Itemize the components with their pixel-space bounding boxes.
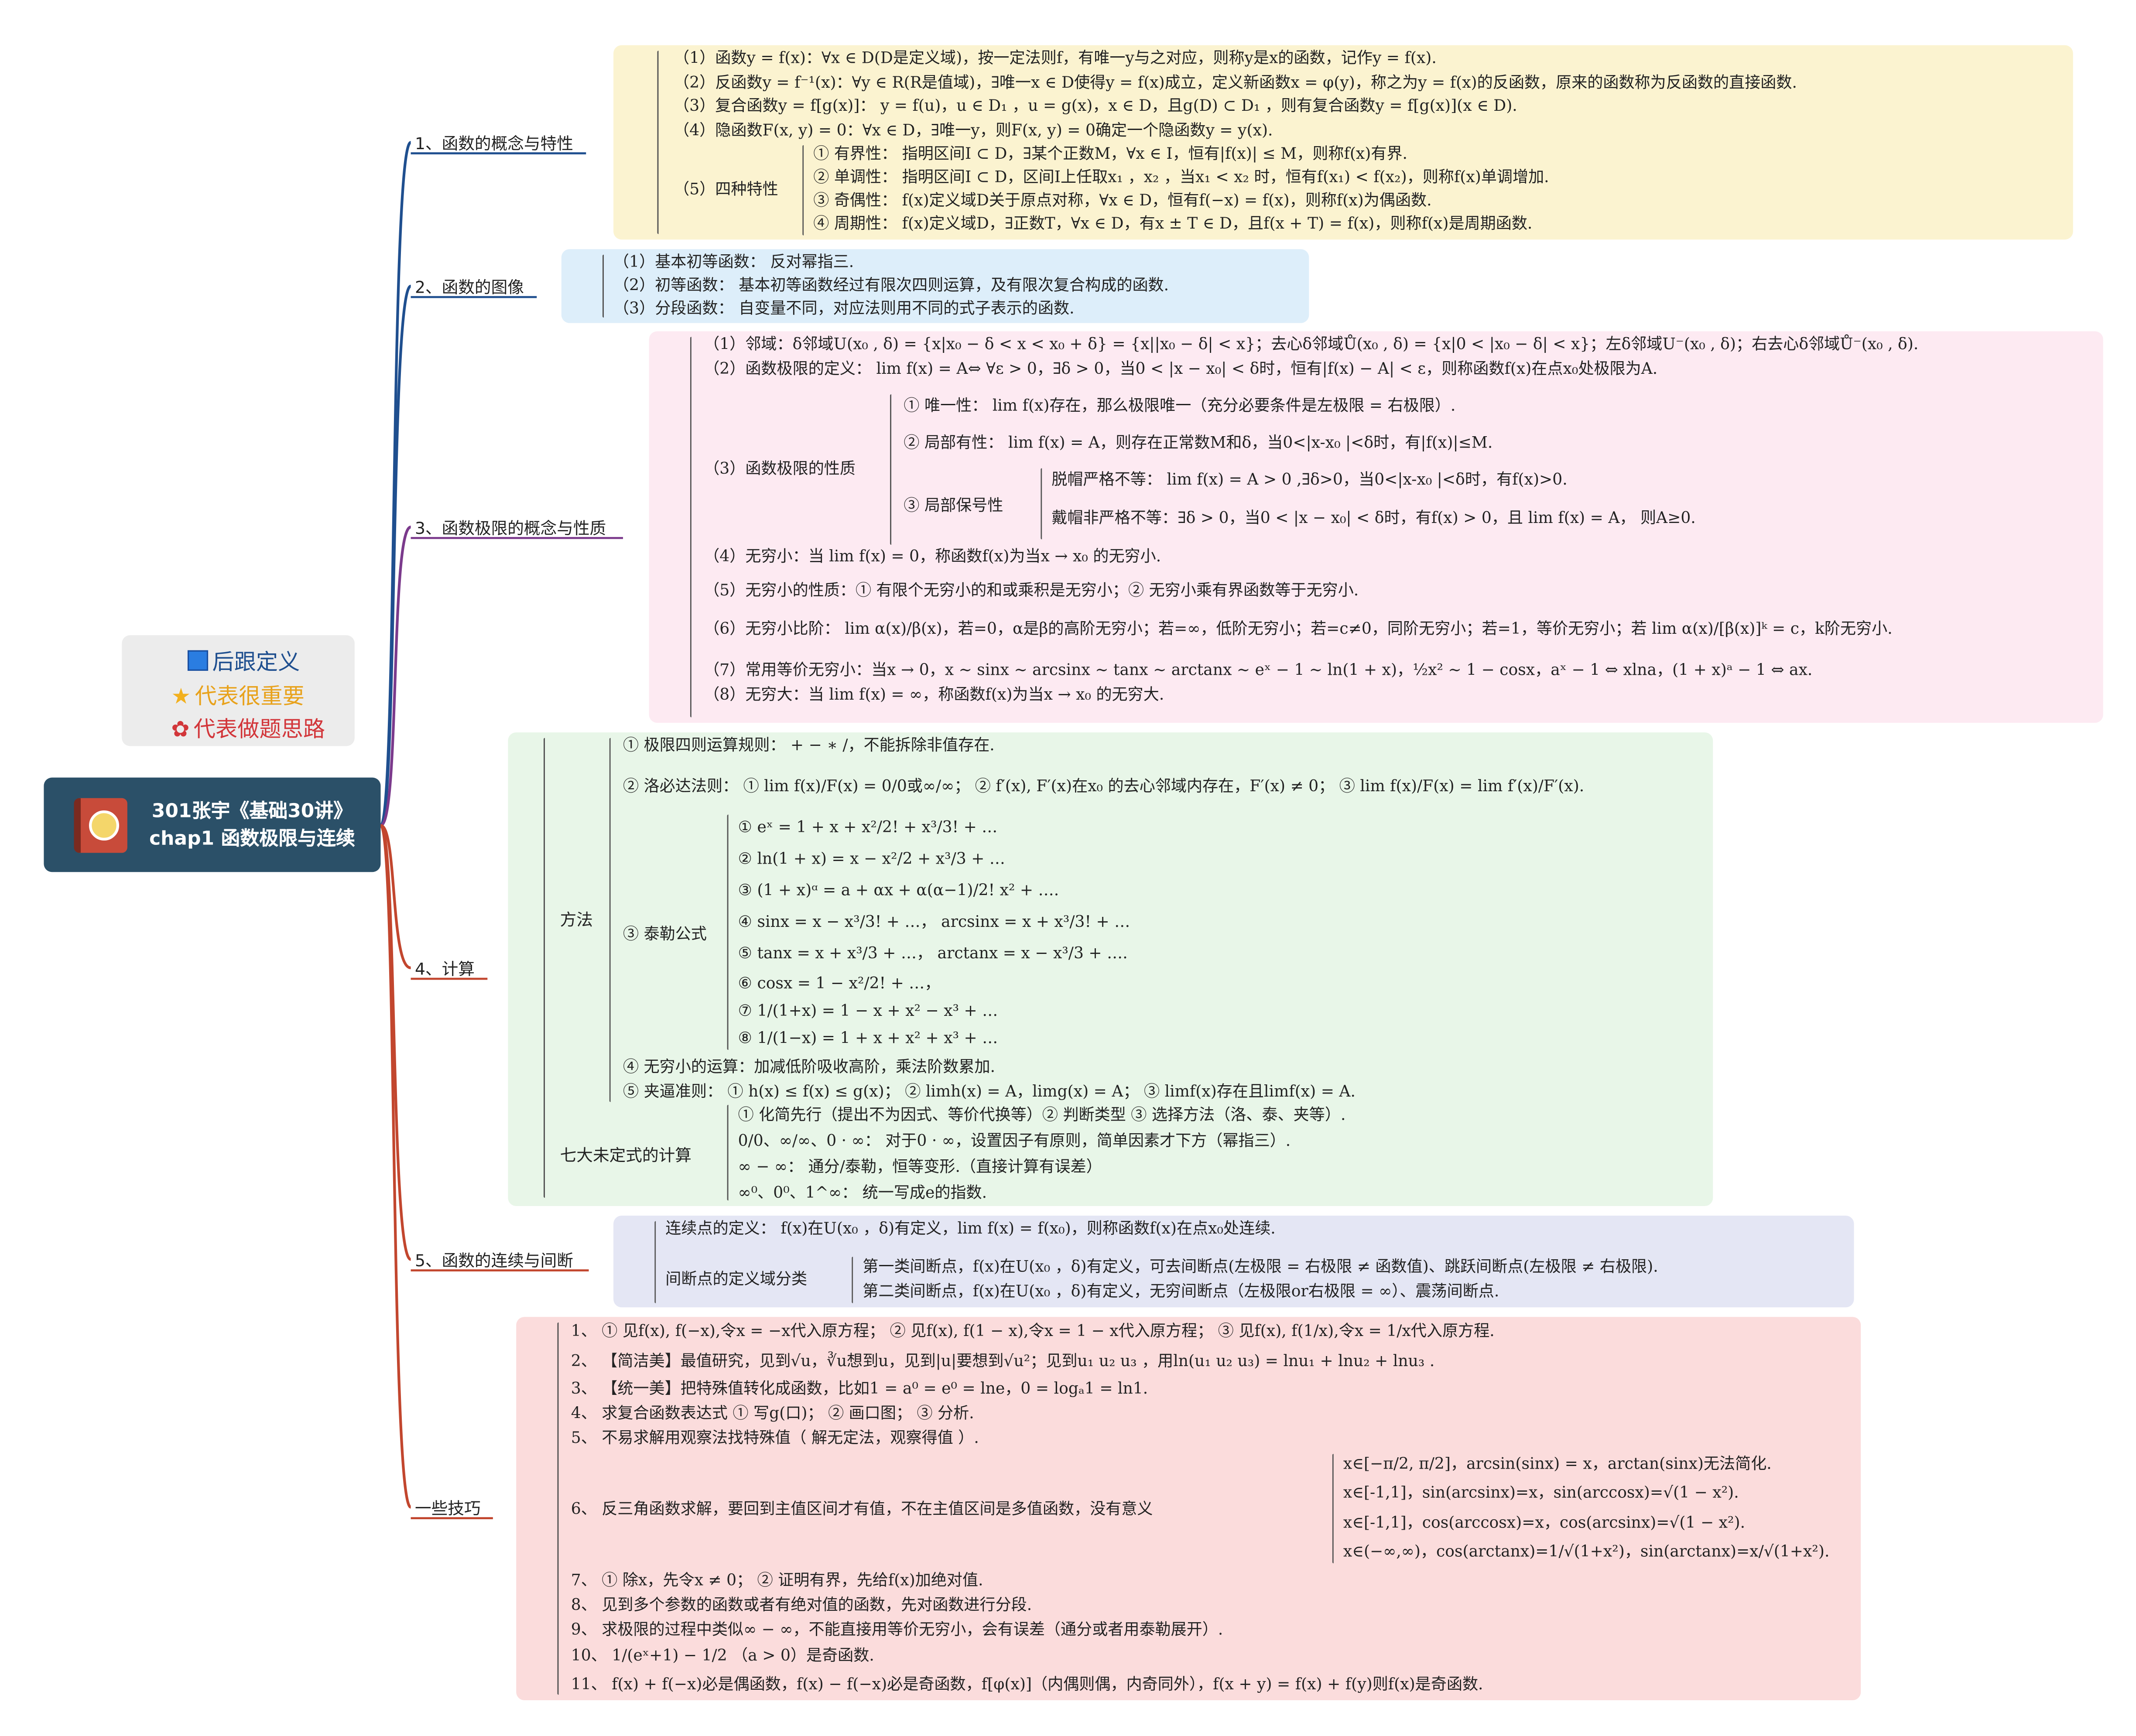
p3-item-6: （6）无穷小比阶： lim α(x)/β(x)，若=0，α是β的高阶无穷小；若=… (704, 619, 1893, 638)
p6-sub-4: x∈(−∞,∞)，cos(arctanx)=1/√(1+x²)，sin(arct… (1343, 1541, 1830, 1561)
p3-item-5: （5）无穷小的性质：① 有限个无穷小的和或乘积是无穷小；② 无穷小乘有界函数等于… (704, 580, 1359, 600)
p3-prop-3: ③ 局部保号性 (904, 496, 1003, 515)
p2-item-1: （1）基本初等函数： 反对幂指三. (613, 252, 854, 271)
p4-rule-3: ③ 泰勒公式 (623, 924, 707, 943)
p3-sign-2: 戴帽非严格不等：∃δ > 0，当0 < |x − x₀| < δ时，有f(x) … (1051, 508, 1696, 527)
branch-4[interactable]: 4、计算 (414, 960, 475, 979)
p1-prop-2: ② 单调性： 指明区间I ⊂ D，区间I上任取x₁ ，x₂ ，当x₁ < x₂ … (813, 167, 1549, 186)
p4-method-label: 方法 (560, 910, 593, 930)
p6-item-8: 8、 见到多个参数的函数或者有绝对值的函数，先对函数进行分段. (571, 1595, 1032, 1614)
panel-limits: （1）邻域：δ邻域U(x₀ , δ) = {x|x₀ − δ < x < x₀ … (649, 331, 2103, 723)
panel-function-concepts: （1）函数y = f(x)：∀x ∈ D(D是定义域)，按一定法则f，有唯一y与… (613, 45, 2073, 240)
p1-prop-4: ④ 周期性： f(x)定义域D，∃正数T，∀x ∈ D，有x ± T ∈ D，且… (813, 213, 1533, 233)
panel-continuity: 连续点的定义： f(x)在U(x₀ ，δ)有定义，lim f(x) = f(x₀… (613, 1215, 1854, 1308)
p4-taylor-6: ⑥ cosx = 1 − x²/2! + …， (738, 973, 941, 993)
p6-item-7: 7、 ① 除x，先令x ≠ 0； ② 证明有界，先给f(x)加绝对值. (571, 1570, 983, 1589)
branch-6[interactable]: 一些技巧 (414, 1499, 481, 1518)
branch-5[interactable]: 5、函数的连续与间断 (414, 1251, 573, 1271)
p4-seven-4: ∞⁰、0⁰、1^∞： 统一写成e的指数. (738, 1182, 987, 1202)
p4-taylor-1: ① eˣ = 1 + x + x²/2! + x³/3! + … (738, 817, 998, 837)
p3-item-7: （7）常用等价无穷小：当x → 0，x ∼ sinx ∼ arcsinx ∼ t… (704, 660, 1813, 679)
p4-taylor-4: ④ sinx = x − x³/3! + …， arcsinx = x + x³… (738, 912, 1130, 931)
p1-item-3: （3）复合函数y = f[g(x)]： y = f(u)，u ∈ D₁ ，u =… (674, 96, 1517, 115)
p4-taylor-5: ⑤ tanx = x + x³/3 + …， arctanx = x − x³/… (738, 943, 1128, 963)
p4-taylor-7: ⑦ 1/(1+x) = 1 − x + x² − x³ + … (738, 1001, 998, 1020)
p4-taylor-8: ⑧ 1/(1−x) = 1 + x + x² + x³ + … (738, 1028, 998, 1047)
p6-item-5: 5、 不易求解用观察法找特殊值（ 解无定法，观察得值 ）. (571, 1428, 979, 1447)
p3-sign-1: 脱帽严格不等： lim f(x) = A > 0 ,∃δ>0，当0<|x-x₀ … (1051, 469, 1568, 489)
p5-disc-1: 第一类间断点，f(x)在U(x₀ ，δ)有定义，可去间断点(左极限 = 右极限 … (863, 1257, 1658, 1276)
p3-prop-1: ① 唯一性： lim f(x)存在，那么极限唯一（充分必要条件是左极限 = 右极… (904, 396, 1456, 415)
p1-prop-1: ① 有界性： 指明区间I ⊂ D，∃某个正数M，∀x ∈ I，恒有|f(x)| … (813, 144, 1408, 163)
legend-row-important: ★代表很重要 (171, 683, 305, 709)
p3-item-8: （8）无穷大：当 lim f(x) = ∞，称函数f(x)为当x → x₀ 的无… (704, 684, 1164, 704)
branch-2[interactable]: 2、函数的图像 (414, 278, 524, 297)
p1-item-2: （2）反函数y = f⁻¹(x)：∀y ∈ R(R是值域)，∃唯一x ∈ D使得… (674, 72, 1797, 92)
legend-row-method: ✿代表做题思路 (171, 716, 325, 742)
p4-taylor-3: ③ (1 + x)ᵅ = a + αx + α(α−1)/2! x² + …. (738, 880, 1059, 899)
p1-item-5: （5）四种特性 (674, 179, 778, 199)
p3-prop-2: ② 局部有性： lim f(x) = A，则存在正常数M和δ，当0<|x-x₀ … (904, 432, 1493, 452)
p6-item-2: 2、 【简洁美】最值研究，见到√u，∛u想到u，见到|u|要想到√u²；见到u₁… (571, 1351, 1435, 1370)
p4-rule-2: ② 洛必达法则： ① lim f(x)/F(x) = 0/0或∞/∞； ② f′… (623, 776, 1585, 796)
root-title: 301张宇《基础30讲》 chap1 函数极限与连续 (149, 797, 355, 852)
p4-seven-2: 0/0、∞/∞、0 · ∞： 对于0 · ∞，设置因子有原则，简单因素才下方（幂… (738, 1131, 1291, 1150)
p5-item-1: 连续点的定义： f(x)在U(x₀ ，δ)有定义，lim f(x) = f(x₀… (665, 1218, 1276, 1238)
p3-item-1: （1）邻域：δ邻域U(x₀ , δ) = {x|x₀ − δ < x < x₀ … (704, 334, 1919, 353)
p3-item-4: （4）无穷小：当 lim f(x) = 0，称函数f(x)为当x → x₀ 的无… (704, 546, 1161, 566)
p6-sub-3: x∈[-1,1]，cos(arccosx)=x，cos(arcsinx)=√(1… (1343, 1513, 1746, 1532)
branch-3[interactable]: 3、函数极限的概念与性质 (414, 519, 606, 538)
p6-item-1: 1、 ① 见f(x), f(−x),令x = −x代入原方程； ② 见f(x),… (571, 1321, 1495, 1340)
panel-function-graphs: （1）基本初等函数： 反对幂指三. （2）初等函数： 基本初等函数经过有限次四则… (561, 249, 1309, 323)
flower-icon: ✿ (171, 716, 190, 742)
p3-item-2: （2）函数极限的定义： lim f(x) = A⇔ ∀ε > 0，∃δ > 0，… (704, 359, 1658, 378)
p6-item-4: 4、 求复合函数表达式 ① 写g(口)； ② 画口图； ③ 分析. (571, 1403, 974, 1422)
p6-item-11: 11、 f(x) + f(−x)必是偶函数，f(x) − f(−x)必是奇函数，… (571, 1674, 1483, 1694)
branch-1[interactable]: 1、函数的概念与特性 (414, 134, 573, 154)
root-topic[interactable]: 301张宇《基础30讲》 chap1 函数极限与连续 (44, 777, 381, 872)
p2-item-3: （3）分段函数： 自变量不同，对应法则用不同的式子表示的函数. (613, 298, 1075, 318)
p6-item-6: 6、 反三角函数求解，要回到主值区间才有值，不在主值区间是多值函数，没有意义 (571, 1499, 1153, 1518)
p6-item-10: 10、 1/(eˣ+1) − 1/2 （a > 0）是奇函数. (571, 1645, 874, 1665)
blue-square-icon (187, 650, 209, 671)
p4-rule-4: ④ 无穷小的运算：加减低阶吸收高阶，乘法阶数累加. (623, 1056, 996, 1076)
root-title-line1: 301张宇《基础30讲》 (151, 800, 353, 822)
p4-seven-3: ∞ − ∞： 通分/泰勒，恒等变形.（直接计算有误差） (738, 1157, 1102, 1176)
p4-taylor-2: ② ln(1 + x) = x − x²/2 + x³/3 + … (738, 848, 1006, 868)
p6-sub-2: x∈[-1,1]，sin(arcsinx)=x，sin(arccosx)=√(1… (1343, 1482, 1739, 1502)
p1-prop-3: ③ 奇偶性： f(x)定义域D关于原点对称，∀x ∈ D，恒有f(−x) = f… (813, 190, 1432, 210)
p2-item-2: （2）初等函数： 基本初等函数经过有限次四则运算，及有限次复合构成的函数. (613, 275, 1169, 294)
p5-disc-2: 第二类间断点，f(x)在U(x₀ ，δ)有定义，无穷间断点（左极限or右极限 =… (863, 1281, 1499, 1301)
p4-seven-1: ① 化简先行（提出不为因式、等价代换等）② 判断类型 ③ 选择方法（洛、泰、夹等… (738, 1104, 1346, 1124)
star-icon: ★ (171, 683, 191, 709)
notebook-icon (74, 797, 127, 852)
p4-seven-label: 七大未定式的计算 (560, 1145, 691, 1165)
p3-item-3: （3）函数极限的性质 (704, 458, 856, 478)
panel-calculation: 方法 ① 极限四则运算规则： + − ∗ /，不能拆除非值存在. ② 洛必达法则… (508, 732, 1713, 1206)
p4-rule-1: ① 极限四则运算规则： + − ∗ /，不能拆除非值存在. (623, 735, 995, 755)
p6-item-9: 9、 求极限的过程中类似∞ − ∞，不能直接用等价无穷小，会有误差（通分或者用泰… (571, 1619, 1223, 1639)
p4-rule-5: ⑤ 夹逼准则： ① h(x) ≤ f(x) ≤ g(x)； ② limh(x) … (623, 1081, 1356, 1101)
root-title-line2: chap1 函数极限与连续 (149, 827, 355, 850)
legend: 后跟定义 ★代表很重要 ✿代表做题思路 (122, 635, 355, 746)
p1-item-4: （4）隐函数F(x, y) = 0：∀x ∈ D，∃唯一y，则F(x, y) =… (674, 120, 1273, 140)
p1-item-1: （1）函数y = f(x)：∀x ∈ D(D是定义域)，按一定法则f，有唯一y与… (674, 48, 1437, 67)
p5-item-2: 间断点的定义域分类 (665, 1269, 808, 1288)
p6-sub-1: x∈[−π/2, π/2]，arcsin(sinx) = x，arctan(si… (1343, 1454, 1772, 1473)
legend-row-definition: 后跟定义 (187, 643, 300, 676)
panel-tips: 1、 ① 见f(x), f(−x),令x = −x代入原方程； ② 见f(x),… (516, 1317, 1861, 1701)
p6-item-3: 3、 【统一美】把特殊值转化成函数，比如1 = a⁰ = e⁰ = lne，0 … (571, 1378, 1148, 1398)
